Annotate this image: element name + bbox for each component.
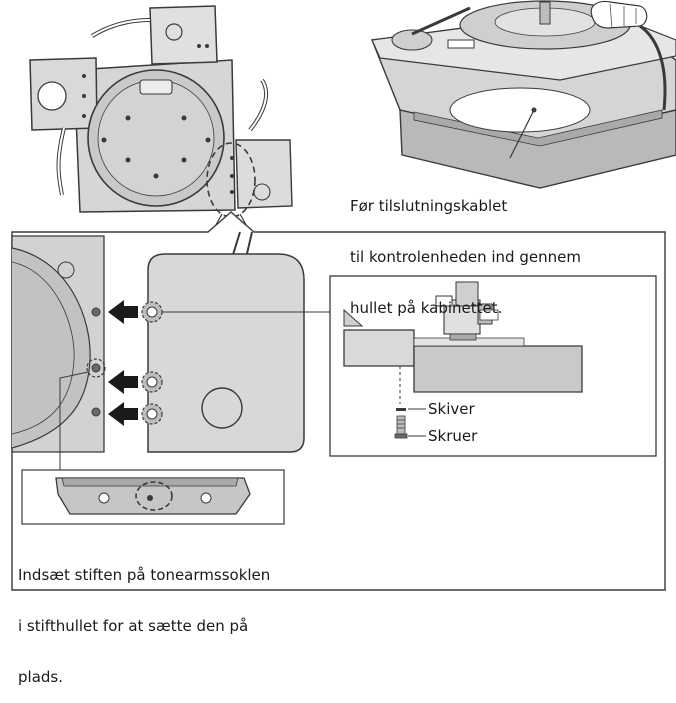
caption-line: til kontrolenheden ind gennem xyxy=(350,248,581,266)
arrow-left-top xyxy=(108,300,138,324)
tonearm-base-hole xyxy=(201,387,243,429)
turntable-cabinet-view xyxy=(371,0,676,189)
caption-line: Indsæt stiften på tonearmssoklen xyxy=(18,566,271,584)
screw-icon xyxy=(394,415,408,439)
arrow-left-bottom xyxy=(108,402,138,426)
top-cable xyxy=(90,18,151,38)
cabinet-underside-view xyxy=(29,5,293,233)
pin-highlight-ellipse xyxy=(135,481,173,511)
tonearm-base-small xyxy=(235,139,293,209)
tonearm-base-bottom-view xyxy=(55,477,251,515)
zoom-indicator-ellipse xyxy=(206,142,256,218)
washers-label: Skiver xyxy=(428,400,475,418)
caption-line: hullet på kabinettet. xyxy=(350,299,503,317)
pin-insertion-inset xyxy=(21,469,285,525)
top-bracket xyxy=(149,5,218,65)
washer-icon xyxy=(396,408,406,411)
screw-boss-middle xyxy=(141,371,163,393)
pin-insertion-caption: Indsæt stiften på tonearmssoklen i stift… xyxy=(18,533,270,703)
screws-label: Skruer xyxy=(428,427,478,445)
top-bracket-hole xyxy=(165,23,183,41)
cabinet-cable-hole xyxy=(449,87,591,133)
caption-line: i stifthullet for at sætte den på xyxy=(18,617,249,635)
left-bracket-hole xyxy=(37,81,67,111)
hand-illustration xyxy=(590,0,648,29)
screw-boss-top xyxy=(141,301,163,323)
caption-line: plads. xyxy=(18,668,63,686)
section-plate xyxy=(413,345,583,393)
tonearm-base-plate xyxy=(147,253,305,453)
cable-routing-caption: Før tilslutningskablet til kontrolenhede… xyxy=(350,164,581,334)
tonearm-pivot xyxy=(391,29,433,51)
cross-section-inset: Skiver Skruer xyxy=(329,275,657,457)
arrow-left-middle xyxy=(108,370,138,394)
pin-hole-indicator xyxy=(86,358,106,378)
assembly-diagram: Skiver Skruer xyxy=(11,0,676,591)
section-base-block xyxy=(343,329,415,367)
caption-line: Før tilslutningskablet xyxy=(350,197,508,215)
screw-boss-bottom xyxy=(141,403,163,425)
